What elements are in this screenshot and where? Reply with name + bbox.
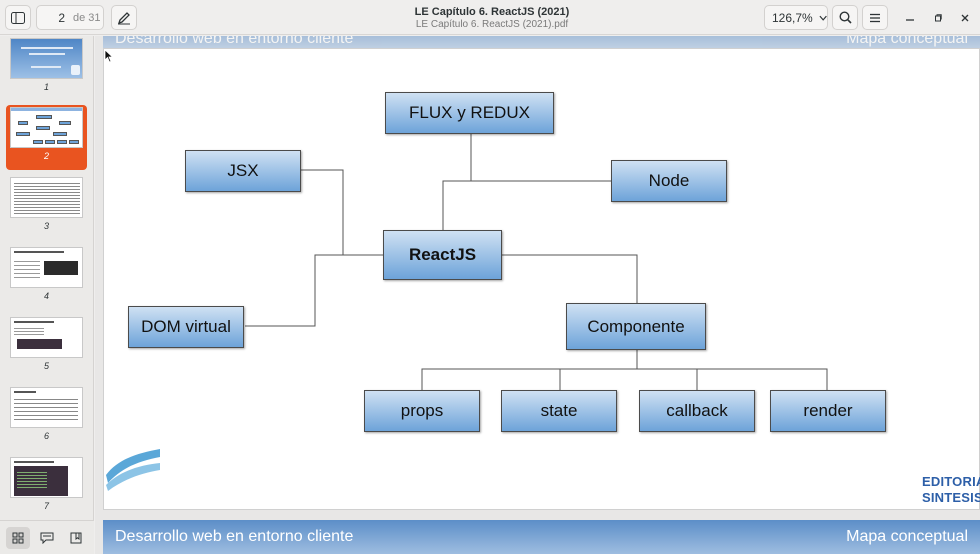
bookmarks-view-button[interactable] [64, 527, 88, 549]
page-thumbnail-1[interactable]: 1 [6, 36, 87, 101]
search-icon [838, 11, 852, 24]
connector-lines [245, 134, 828, 390]
thumbnails-icon [12, 532, 24, 544]
close-button[interactable] [956, 9, 974, 27]
thumbnail-label: 7 [43, 501, 49, 511]
band-course-title: Desarrollo web en entorno cliente [115, 36, 354, 47]
thumbnail-label: 1 [43, 82, 49, 92]
restore-button[interactable] [929, 9, 947, 27]
thumbnail-label: 3 [43, 221, 49, 231]
band-course-title: Desarrollo web en entorno cliente [115, 528, 354, 545]
annotations-view-button[interactable] [35, 527, 59, 549]
document-view[interactable]: Desarrollo web en entorno cliente Mapa c… [95, 36, 980, 554]
page-total-label: de 31 [73, 11, 101, 24]
thumbnail-label: 2 [43, 151, 49, 161]
thumbnail-image [10, 177, 83, 218]
mouse-pointer-icon [104, 49, 114, 63]
annotate-button[interactable] [111, 5, 137, 30]
thumbnail-image [10, 38, 83, 79]
connector-react-componente [502, 254, 638, 303]
thumbnail-image [10, 387, 83, 428]
logo-line-2: SINTESIS [922, 490, 980, 505]
zoom-dropdown[interactable]: 126,7% [764, 5, 828, 30]
connector-children-bar [421, 368, 828, 390]
slide-page: FLUX y REDUX JSX Node ReactJS DOM virtua… [103, 48, 980, 510]
hamburger-menu-icon [870, 13, 880, 22]
sidebar-footer [0, 520, 94, 554]
sidebar-toggle-button[interactable] [5, 5, 31, 30]
document-filename: LE Capítulo 6. ReactJS (2021).pdf [415, 19, 569, 30]
node-jsx: JSX [185, 150, 301, 192]
main-menu-button[interactable] [862, 5, 888, 30]
restore-icon [935, 14, 942, 22]
page-number-field[interactable]: 2 de 31 [36, 5, 104, 30]
connector-jsx-react [301, 169, 384, 256]
page-thumbnail-7[interactable]: 7 [6, 455, 87, 520]
page-thumbnail-6[interactable]: 6 [6, 385, 87, 450]
thumbnail-label: 5 [43, 361, 49, 371]
page-thumbnail-2[interactable]: 2 [6, 105, 87, 170]
page-thumbnail-4[interactable]: 4 [6, 245, 87, 310]
node-render: render [770, 390, 886, 432]
band-section-title: Mapa conceptual [846, 36, 968, 47]
node-callback: callback [639, 390, 755, 432]
annotations-icon [40, 532, 54, 544]
minimize-icon [906, 19, 914, 21]
thumbnails-view-button[interactable] [6, 527, 30, 549]
thumbnail-label: 6 [43, 431, 49, 441]
node-flux-redux: FLUX y REDUX [385, 92, 554, 134]
node-state: state [501, 390, 617, 432]
page-thumbnail-5[interactable]: 5 [6, 315, 87, 380]
node-reactjs: ReactJS [383, 230, 502, 280]
page-header-band-next: Desarrollo web en entorno cliente Mapa c… [103, 520, 980, 554]
window-title: LE Capítulo 6. ReactJS (2021) LE Capítul… [330, 6, 654, 31]
page-header-band: Desarrollo web en entorno cliente Mapa c… [103, 36, 980, 48]
editorial-sintesis-logo-icon [106, 449, 160, 491]
bookmarks-icon [70, 532, 82, 544]
minimize-button[interactable] [901, 9, 919, 27]
search-button[interactable] [832, 5, 858, 30]
node-componente: Componente [566, 303, 706, 350]
page-thumbnail-3[interactable]: 3 [6, 175, 87, 240]
pen-icon [117, 11, 130, 24]
thumbnail-sidebar: 1 2 3 [0, 36, 94, 554]
connector-dom-react [245, 254, 384, 327]
band-section-title: Mapa conceptual [846, 528, 968, 545]
chevron-down-icon [819, 15, 827, 21]
thumbnail-image [10, 317, 83, 358]
close-icon [961, 14, 969, 22]
thumbnail-image [10, 247, 83, 288]
node-props: props [364, 390, 480, 432]
connector-flux-react [442, 134, 472, 230]
zoom-level: 126,7% [772, 10, 813, 25]
sidebar-toggle-icon [11, 11, 25, 24]
document-title: LE Capítulo 6. ReactJS (2021) [414, 6, 570, 18]
header-bar: 2 de 31 LE Capítulo 6. ReactJS (2021) LE… [0, 0, 980, 35]
thumbnail-image [10, 107, 83, 148]
logo-line-1: EDITORIAL [922, 474, 980, 489]
thumbnail-label: 4 [43, 291, 49, 301]
node-dom-virtual: DOM virtual [128, 306, 244, 348]
page-number-input[interactable]: 2 [58, 10, 65, 25]
thumbnail-image [10, 457, 83, 498]
node-node: Node [611, 160, 727, 202]
